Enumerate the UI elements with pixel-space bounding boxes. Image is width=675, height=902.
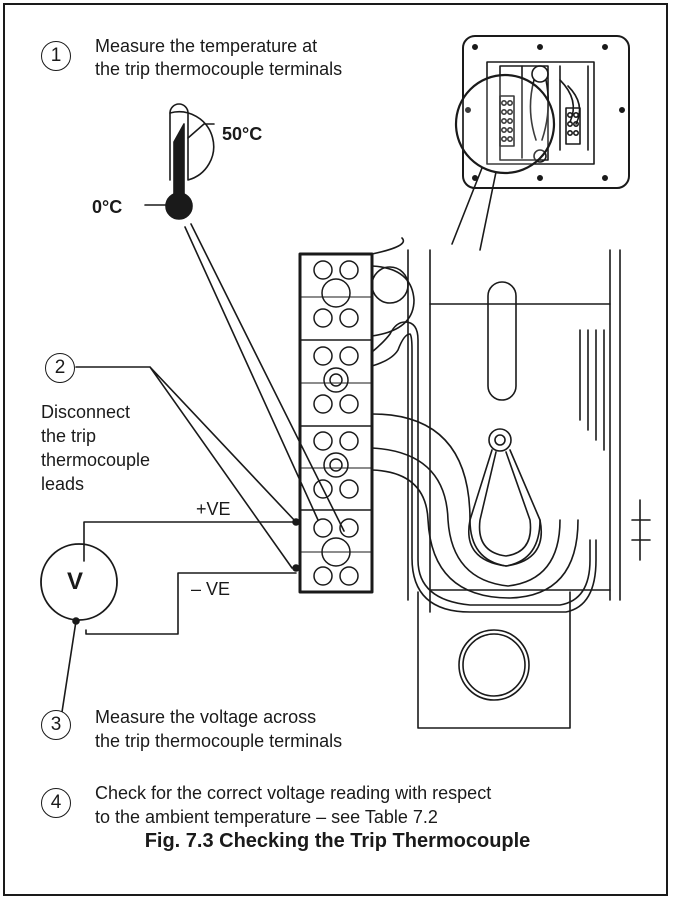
step-3-line-1: Measure the voltage across [95,707,317,727]
inset-terminal-block-right [565,107,581,145]
step-4-line-2: to the ambient temperature – see Table 7… [95,807,438,827]
step-4-number: 4 [41,788,71,818]
thermometer-high-label: 50°C [222,124,263,144]
step-4-line-1: Check for the correct voltage reading wi… [95,783,492,803]
step-3-number: 3 [41,710,71,740]
step-2-line-3: thermocouple [41,450,151,470]
temperature-probe-leads [184,223,345,532]
thermometer-icon [144,103,215,220]
burner-assembly [371,237,651,729]
inset-terminal-block [499,95,515,147]
disconnect-leader-lines [75,366,297,569]
step-2-line-4: leads [41,474,85,494]
measure-leader-line [61,620,77,713]
voltmeter-wiring [61,518,300,713]
terminal-block [298,252,374,594]
step-2-number: 2 [45,353,75,383]
figure-caption: Fig. 7.3 Checking the Trip Thermocouple [144,830,531,852]
thermometer-low-label: 0°C [92,197,123,217]
voltmeter-symbol: V [67,568,84,595]
step-3-line-2: the trip thermocouple terminals [95,731,343,751]
step-2-line-2: the trip [41,426,97,446]
step-2-line-1: Disconnect [41,402,131,422]
burner-overview-inset [451,35,630,251]
figure-frame [3,3,668,896]
positive-lead-label: +VE [196,499,231,519]
step-1-line-1: Measure the temperature at [95,36,318,56]
step-1-line-2: the trip thermocouple terminals [95,59,343,79]
negative-lead-label: – VE [191,579,231,599]
step-1-number: 1 [41,41,71,71]
